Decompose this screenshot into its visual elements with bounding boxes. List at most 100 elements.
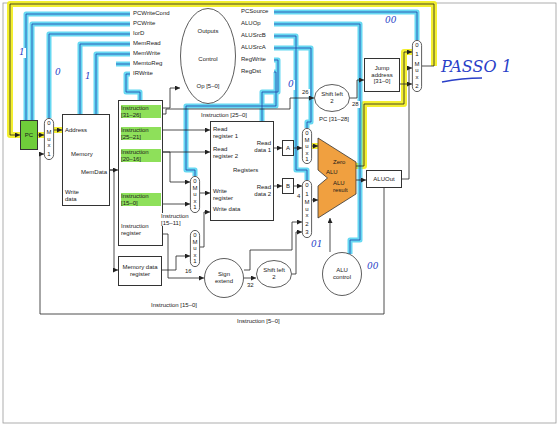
bus-label: Instruction [15–11]	[160, 213, 202, 226]
ellipse-shape	[181, 9, 236, 104]
node-text: Write data	[65, 189, 91, 202]
node-text: ALU result	[333, 180, 353, 193]
register-b: B	[282, 178, 294, 194]
register-a: A	[282, 140, 294, 156]
multiplexer: 0M u x1	[190, 230, 200, 267]
bus-width: 32	[246, 282, 255, 289]
node-text: 0	[47, 120, 50, 127]
node-text: 1	[193, 258, 196, 265]
node-text: B	[286, 183, 290, 190]
highlight-stroke	[38, 132, 44, 138]
data-wire	[163, 88, 180, 108]
highlight-stroke	[312, 143, 318, 149]
node-text: Control	[198, 56, 217, 63]
node-text: 0	[193, 232, 196, 239]
bus-width: 26	[301, 89, 310, 96]
node-text: Read data 1	[249, 140, 271, 153]
node-text: Address	[65, 127, 87, 134]
bus-width: 28	[351, 101, 360, 108]
control-unit: OutputsControlOp [5–0]	[180, 8, 236, 104]
handwritten-value: 00	[384, 16, 397, 26]
data-wire	[163, 152, 190, 182]
node-text: 2	[305, 221, 308, 228]
node-text: Memory	[71, 151, 93, 158]
signal-name: RegDst	[240, 68, 262, 75]
node-text: M u x	[415, 61, 420, 81]
node-text: 1	[415, 51, 418, 58]
node-text: ALUOut	[373, 176, 394, 183]
data-wire	[330, 218, 331, 252]
signal-name: IRWrite	[132, 70, 154, 77]
mux-shape	[412, 40, 421, 91]
mux-shape	[302, 180, 311, 237]
signal-name: ALUSrcA	[240, 44, 267, 51]
multiplexer: 0M u x1	[302, 128, 312, 164]
node-text: ALU	[326, 169, 338, 176]
highlight-stroke	[54, 127, 62, 133]
shift-left: Shift left 2	[314, 84, 350, 112]
node-text: MemData	[81, 169, 107, 176]
multiplexer: 01M u x2	[412, 40, 422, 92]
data-wire	[244, 278, 256, 279]
pc-register: PC	[20, 120, 38, 150]
node-text: Shift left 2	[262, 267, 286, 280]
mux-shape	[302, 128, 311, 163]
node-text: Registers	[233, 167, 258, 174]
node-text: Write data	[213, 206, 240, 213]
handwritten-value: 1	[84, 72, 92, 82]
handwritten-title: PASSO 1	[440, 58, 513, 76]
register-file: Read register 1Read register 2RegistersW…	[210, 121, 274, 221]
node-text: Read data 2	[249, 184, 271, 197]
shift-left: Shift left 2	[256, 260, 292, 288]
data-wire	[294, 186, 302, 187]
signal-name: MemRead	[132, 40, 162, 47]
node-text: 1	[305, 191, 308, 198]
node-text: Instruction [25–21]	[121, 127, 161, 140]
alu-control: ALU control	[322, 252, 362, 296]
signal-name: PCWriteCond	[132, 10, 171, 17]
signal-name: MemtoReg	[132, 60, 163, 67]
data-wire	[312, 146, 318, 147]
node-text: Instruction [31–26]	[121, 105, 161, 118]
data-wire	[274, 148, 282, 149]
data-wire	[312, 200, 318, 201]
sign-extend: Sign extend	[204, 258, 244, 298]
node-text: 2	[415, 83, 418, 90]
node-text: 0	[305, 182, 308, 189]
instruction-register: Instruction [31–26] Instruction [25–21] In…	[118, 100, 163, 246]
node-text: Instruction [20–16]	[121, 149, 161, 162]
node-text: Shift left 2	[320, 91, 344, 104]
bus-label: Instruction [25–0]	[200, 112, 248, 119]
mux-shape	[190, 230, 199, 266]
node-text: Instruction [15–0]	[121, 193, 161, 206]
signal-name: ALUOp	[240, 20, 262, 27]
node-text: 1	[47, 151, 50, 158]
mux-shape	[44, 118, 53, 159]
data-wire	[356, 180, 366, 181]
handwritten-value: 00	[366, 262, 379, 272]
bus-label: PC [31–28]	[318, 116, 350, 123]
node-text: M u x	[305, 199, 310, 219]
node-text: 1	[193, 204, 196, 211]
handwritten-value: 0	[287, 80, 295, 90]
handwritten-value: 1	[18, 48, 26, 58]
node-text: 1	[305, 156, 308, 163]
node-text: Read register 2	[213, 146, 241, 159]
data-wire	[292, 232, 302, 274]
bus-label: Instruction [5–0]	[236, 318, 281, 325]
data-wire	[402, 68, 412, 179]
alu: ZeroALUALU result	[318, 138, 356, 218]
node-text: Write register	[213, 188, 241, 201]
alu-shape	[318, 138, 356, 218]
slide-frame	[3, 3, 556, 423]
data-wire	[38, 135, 44, 136]
data-wire	[350, 80, 364, 98]
constant-value: 4	[296, 193, 301, 200]
node-text: 3	[305, 229, 308, 236]
signal-name: RegWrite	[240, 56, 267, 63]
node-text: Jump address [31–0]	[366, 65, 398, 85]
memory-data-register: Memory data register	[118, 256, 162, 286]
signal-name: PCWrite	[132, 20, 156, 27]
node-text: 0	[305, 130, 308, 137]
